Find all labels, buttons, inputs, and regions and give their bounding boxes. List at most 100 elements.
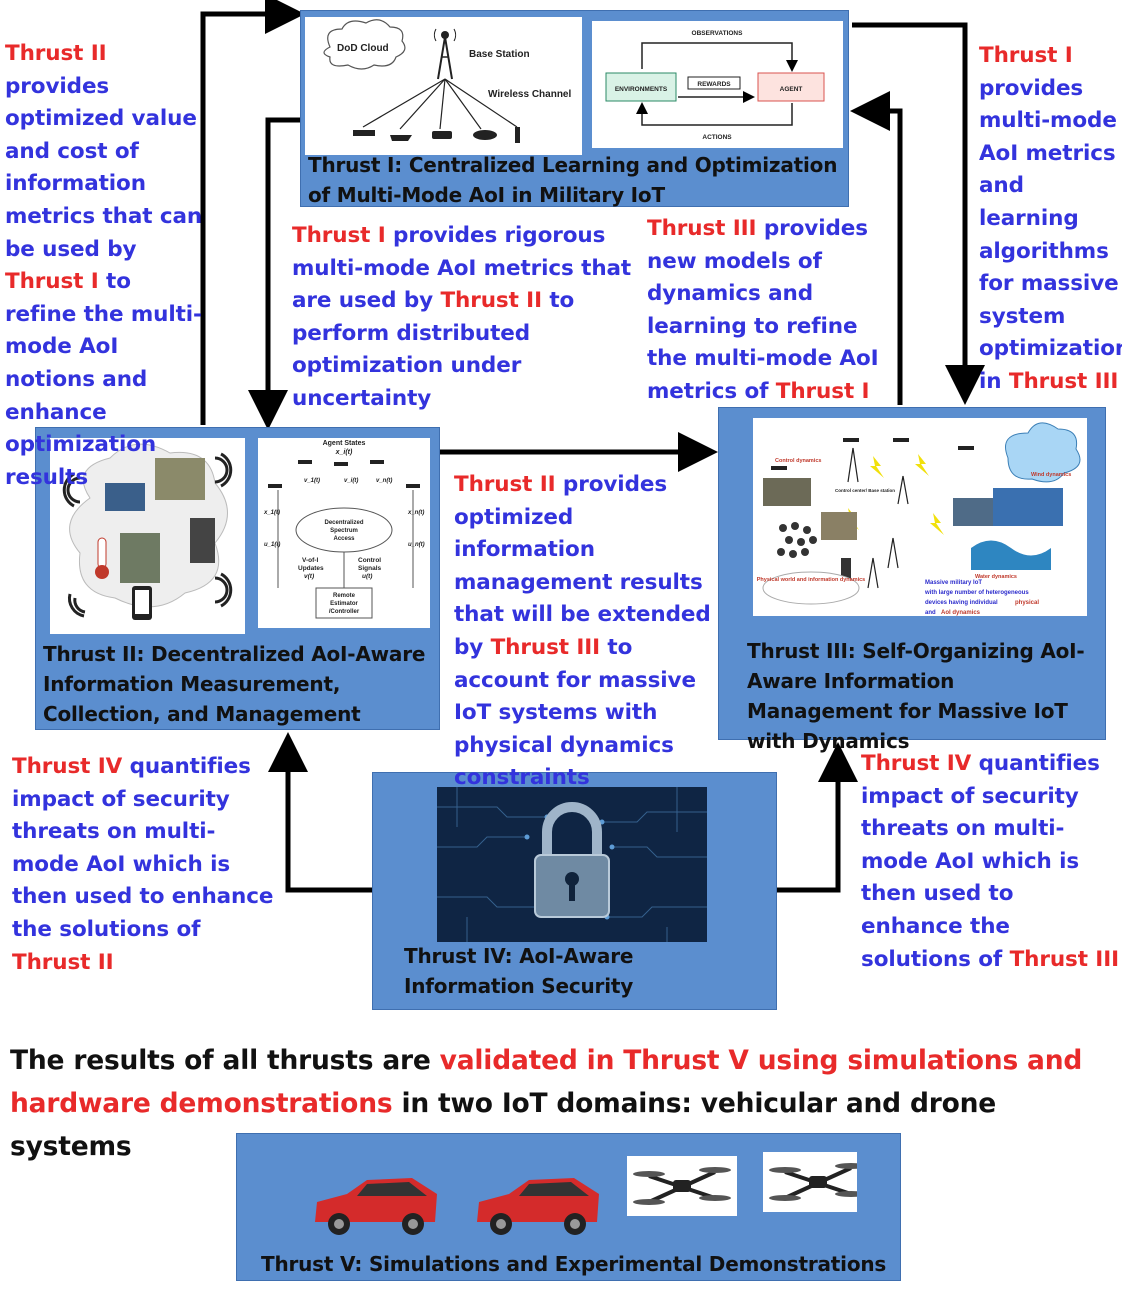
environments-label: ENVIRONMENTS <box>615 86 668 93</box>
arrow-thrust2-to-thrust1 <box>200 0 305 425</box>
warship-photo-1 <box>953 498 995 526</box>
vi-label: v_i(t) <box>344 478 358 484</box>
dsa-label-2: Spectrum <box>330 528 358 534</box>
validation-text2: in two IoT domains: vehicular and drone … <box>10 1088 997 1162</box>
voi-symbol: v(t) <box>304 573 314 580</box>
x1-label: x_1(t) <box>263 510 280 516</box>
annotation-left-bottom-thrust2: Thrust II <box>12 949 114 975</box>
control-dynamics-label: Control dynamics <box>775 458 821 464</box>
soldier-icon <box>515 127 520 143</box>
truck-icon <box>432 131 452 139</box>
boat-icon <box>390 135 412 141</box>
wind-dynamics-label: Wind dynamics <box>1031 472 1071 478</box>
annotation-left-bottom: Thrust IV quantifies impact of security … <box>12 751 277 979</box>
thrust1-network-figure: DoD Cloud Base Station Wireless Channel <box>305 17 582 155</box>
decentralized-access-diagram: Agent States x_i(t) Decentralized Spectr… <box>263 440 425 619</box>
actions-label: ACTIONS <box>702 134 732 141</box>
trooper-photo <box>190 518 215 563</box>
environments-box <box>605 72 677 102</box>
annotation-center-thrust: Thrust II <box>454 472 556 497</box>
thrust5-caption: Thrust V: Simulations and Experimental D… <box>261 1252 887 1276</box>
massive-iot-line3: devices having individual <box>925 600 998 606</box>
cloud-icon <box>323 19 406 70</box>
validation-highlight: validated in Thrust V using simulations … <box>10 1045 1083 1119</box>
ctrl-symbol: u(t) <box>362 573 372 580</box>
remote-label-3: /Controller <box>329 609 360 615</box>
annotation-left-bottom-text1: quantifies impact of security threats on… <box>12 754 274 942</box>
soldier-photo <box>120 533 160 583</box>
massive-iot-aoi-dynamics: AoI dynamics <box>941 610 981 616</box>
lock-shackle <box>542 802 602 857</box>
observations-label: OBSERVATIONS <box>692 30 744 37</box>
annotation-mid-left-text1: provides rigorous multi-mode AoI metrics… <box>292 223 632 314</box>
circuit-lock-illustration <box>437 787 707 942</box>
annotation-left-bottom-thrust: Thrust IV <box>12 754 123 779</box>
annotation-mid-left-text2: to perform distributed optimization unde… <box>292 288 575 411</box>
annotation-right-bottom-thrust2: Thrust III <box>1009 946 1120 972</box>
xi-label: x_i(t) <box>335 449 353 456</box>
thermometer-icon <box>95 537 109 579</box>
annotation-right-bottom-thrust: Thrust IV <box>861 751 972 776</box>
drone-icons <box>771 438 974 470</box>
water-wave-icon <box>971 540 1051 570</box>
annotation-center-text2: to account for massive IoT systems with … <box>454 634 696 791</box>
thrust1-rl-figure: OBSERVATIONS ENVIRONMENTS REWARDS AGENT … <box>592 21 843 148</box>
arrow-thrust1-to-thrust2 <box>248 117 303 430</box>
drone-icon-2 <box>769 1163 857 1201</box>
physical-world-cloud <box>762 571 860 605</box>
crowd-icon <box>777 522 817 558</box>
validation-text1: The results of all thrusts are <box>10 1045 440 1076</box>
annotation-mid-left: Thrust I provides rigorous multi-mode Ao… <box>292 220 637 416</box>
v1-label: v_1(t) <box>304 478 320 484</box>
thrust2-dsa-figure: Agent States x_i(t) Decentralized Spectr… <box>258 438 430 628</box>
thrust5-box: Thrust V: Simulations and Experimental D… <box>236 1133 901 1281</box>
annotation-center: Thrust II provides optimized information… <box>454 469 714 795</box>
annotation-right-top-thrust2: Thrust III <box>1008 368 1119 394</box>
lightning-icons <box>845 454 944 535</box>
dod-cloud-label: DoD Cloud <box>337 43 389 54</box>
annotation-mid-right-thrust2: Thrust I <box>775 378 870 404</box>
thrust2-caption: Thrust II: Decentralized AoI-Aware Infor… <box>43 642 426 726</box>
wifi-icons <box>62 452 233 618</box>
annotation-right-bottom-text1: quantifies impact of security threats on… <box>861 751 1100 972</box>
thrust1-caption: Thrust I: Centralized Learning and Optim… <box>308 153 838 207</box>
voi-label-2: Updates <box>298 565 324 572</box>
military-devices-icons <box>353 127 520 143</box>
thrust5-vehicles-figure <box>315 1152 857 1235</box>
arrow-thrust4-to-thrust3 <box>777 742 858 893</box>
military-iot-sensors-illustration <box>62 443 233 620</box>
physical-world-label: Physical world and information dynamics <box>757 577 866 583</box>
remote-label-2: Estimator <box>330 601 358 607</box>
arrow-thrust1-to-thrust3 <box>852 22 985 405</box>
annotation-left-top-thrust2: Thrust I <box>5 269 99 295</box>
wireless-links <box>362 78 518 130</box>
massive-iot-line2: with large number of heterogeneous <box>924 590 1029 596</box>
helicopter-icon <box>473 130 497 140</box>
annotation-mid-right-thrust: Thrust III <box>647 216 757 241</box>
military-network-illustration: DoD Cloud Base Station Wireless Channel <box>323 19 571 143</box>
thrust2-iot-figure <box>50 438 245 634</box>
remote-label-1: Remote <box>333 593 356 599</box>
rewards-label: REWARDS <box>697 81 731 88</box>
ctrl-label-2: Signals <box>358 565 382 572</box>
rewards-box <box>687 76 741 90</box>
annotation-center-thrust2: Thrust III <box>490 634 601 660</box>
annotation-right-top: Thrust I provides multi-mode AoI metrics… <box>979 40 1122 399</box>
annotation-right-top-text1: provides multi-mode AoI metrics and lear… <box>979 75 1122 394</box>
thrust3-caption: Thrust III: Self-Organizing AoI-Aware In… <box>747 639 1085 753</box>
humvee-photo <box>821 512 857 540</box>
arrow-thrust3-to-thrust1 <box>850 91 903 405</box>
annotation-right-bottom: Thrust IV quantifies impact of security … <box>861 748 1119 976</box>
ctrl-label-1: Control <box>358 557 381 564</box>
dsa-label-3: Access <box>333 536 355 542</box>
massive-iot-dynamics-illustration: Wind dynamics Control dynamics Control c… <box>757 422 1081 616</box>
annotation-mid-right-text1: provides new models of dynamics and lear… <box>647 216 879 404</box>
annotation-center-text1: provides optimized information managemen… <box>454 472 711 660</box>
tank-photo <box>763 478 811 506</box>
arrow-thrust4-to-thrust2 <box>268 732 372 893</box>
vehicle-photo <box>155 458 205 500</box>
wind-cloud-icon <box>1005 422 1081 483</box>
voi-label-1: V-of-I <box>302 557 318 564</box>
agent-box <box>757 72 825 102</box>
